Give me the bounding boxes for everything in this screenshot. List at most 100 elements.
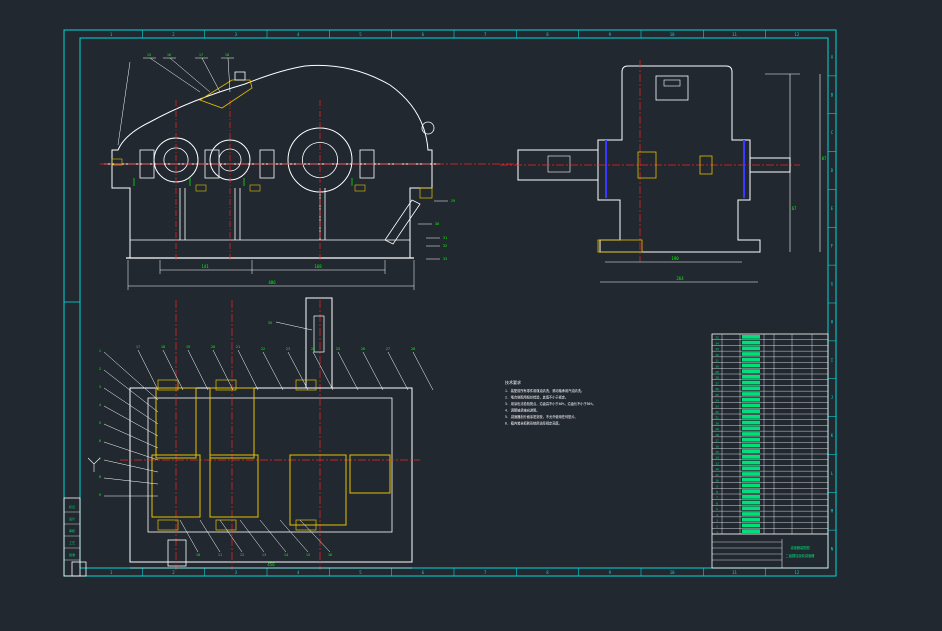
table-cell-fill [742, 443, 760, 448]
table-cell-fill [742, 369, 760, 373]
plan-gear [289, 454, 347, 526]
balloon-label: 28 [411, 347, 415, 351]
table-row-number: 27 [715, 381, 719, 385]
housing-outline [111, 64, 433, 259]
table-row-number: 9 [716, 484, 718, 488]
note-line: 6. 箱内装全损耗系统用油至规定高度。 [505, 421, 562, 426]
balloon-label: 14 [284, 553, 288, 557]
row-label: F [831, 244, 834, 249]
table-row-number: 12 [715, 467, 719, 471]
col-label-top: 9 [609, 32, 612, 37]
dim-text: 67 [792, 206, 797, 211]
table-row-number: 31 [715, 359, 719, 363]
row-label: C [831, 130, 834, 135]
table-row-number: 5 [716, 507, 718, 511]
balloon-label: 20 [211, 345, 215, 349]
revision-label: 审核 [69, 528, 75, 533]
inspection-cover [199, 79, 253, 109]
table-cell-fill [742, 363, 760, 368]
leader [287, 351, 309, 391]
balloon-label: 15 [147, 53, 151, 57]
table-cell-fill [742, 500, 760, 505]
table-row-number: 29 [715, 370, 719, 374]
table-cell-fill [742, 346, 760, 351]
row-label: M [831, 509, 834, 514]
table-cell-fill [742, 352, 760, 356]
table-cell-fill [742, 437, 760, 442]
table-cell-fill [742, 357, 760, 362]
plan-gear [349, 454, 391, 494]
table-cell-fill [742, 455, 760, 459]
plan-gear [155, 387, 197, 459]
table-subtitle: 二级圆柱齿轮减速器 [786, 553, 815, 558]
table-row-number: 2 [716, 524, 718, 528]
balloon-label: 23 [286, 347, 290, 351]
table-row-number: 21 [715, 416, 719, 420]
note-line: 3. 用涂色法检验斑点，沿齿高不小于40%，沿齿长不小于50%。 [505, 401, 596, 406]
table-cell-fill [742, 506, 760, 511]
leader [103, 405, 159, 437]
table-row-number: 7 [716, 496, 718, 500]
bolt [111, 158, 123, 166]
balloon-label: 18 [225, 53, 229, 57]
plan-bearing-bottom [295, 519, 317, 531]
balloon-label: 12 [240, 553, 244, 557]
balloon-label: 11 [218, 553, 222, 557]
inner-border [79, 37, 829, 569]
note-line: 2. 啮合侧隙用铅丝检验，其值不小于规定。 [505, 395, 568, 400]
leader [239, 519, 265, 553]
side-housing [597, 65, 761, 253]
table-cell-fill [742, 375, 760, 379]
leader [312, 351, 334, 391]
revision-label: 批准 [69, 552, 75, 557]
leader [103, 423, 159, 449]
table-row-number: 10 [715, 479, 719, 483]
plan-output-shaft [305, 297, 333, 389]
leader [162, 349, 184, 391]
table-row-number: 22 [715, 410, 719, 414]
plan-gear [151, 454, 201, 518]
table-cell-fill [742, 432, 760, 436]
side-foot [597, 239, 643, 253]
balloon-label: 1 [99, 349, 101, 353]
leader [199, 519, 221, 553]
balloon-label: 6 [99, 439, 101, 443]
balloon-label: 16 [328, 553, 332, 557]
leader [201, 57, 221, 93]
plan-bearing-bottom [157, 519, 179, 531]
table-row-number: 1 [716, 530, 718, 534]
balloon-label: 10 [196, 553, 200, 557]
axis-mark [87, 457, 95, 465]
balloon-label: 26 [361, 347, 365, 351]
row-label: L [831, 471, 834, 476]
table-row-number: 34 [715, 341, 719, 345]
leader [149, 57, 201, 93]
leader [387, 351, 409, 391]
table-cell-fill [742, 512, 760, 516]
table-cell-fill [742, 495, 760, 499]
table-row-number: 25 [715, 393, 719, 397]
leader [169, 57, 211, 93]
revision-label: 工艺 [69, 540, 75, 545]
balloon-label: 24 [311, 347, 315, 351]
balloon-label: 9 [99, 493, 101, 497]
side-gear-hub [637, 151, 657, 179]
plan-bearing-bottom [215, 519, 237, 531]
leader [103, 477, 159, 485]
row-label: A [831, 54, 834, 59]
col-label-bottom: 5 [359, 570, 362, 575]
table-cell-fill [742, 466, 760, 471]
plan-keyway [313, 315, 325, 353]
balloon-label: 17 [199, 53, 203, 57]
leader [179, 519, 199, 553]
balloon-label: 30 [435, 222, 439, 226]
table-row-number: 19 [715, 427, 719, 431]
balloon-label: 18 [161, 345, 165, 349]
table-row-number: 11 [715, 473, 719, 477]
bolt [249, 184, 261, 192]
col-label-top: 10 [670, 32, 675, 37]
balloon-label: 29 [451, 199, 455, 203]
